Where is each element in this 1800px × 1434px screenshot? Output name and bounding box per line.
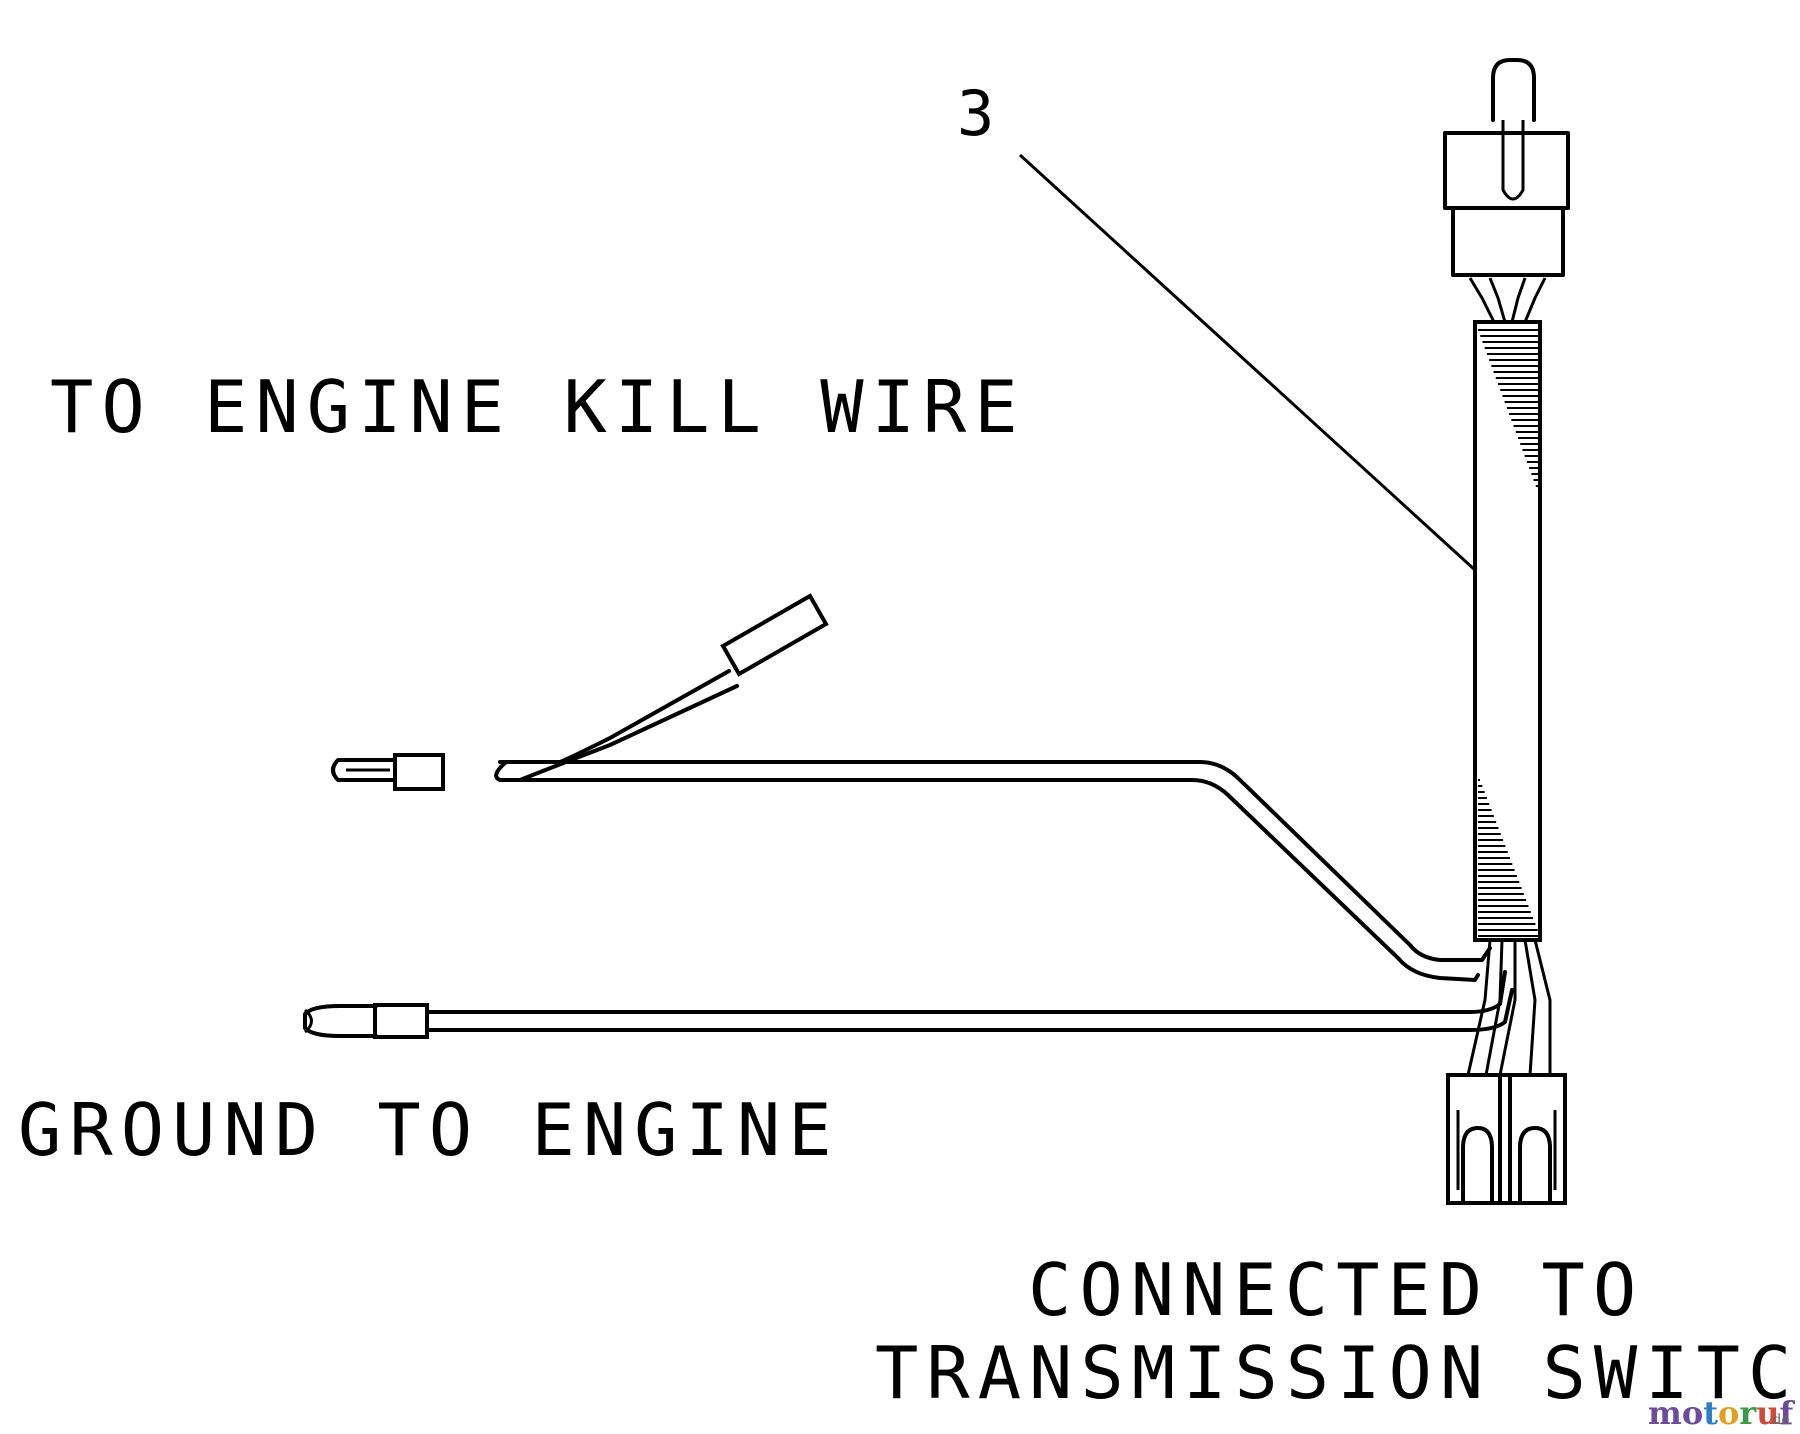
engine-kill-label: TO ENGINE KILL WIRE [50, 365, 1026, 449]
callout-number: 3 [957, 77, 994, 150]
watermark-letter: r [1739, 1394, 1757, 1432]
kill-wire-sleeve [393, 753, 445, 791]
connected-label-line1: CONNECTED TO [1028, 1248, 1644, 1332]
svg-text:motoruf: motoruf [1648, 1394, 1795, 1432]
ground-label: GROUND TO ENGINE [18, 1088, 840, 1172]
top-connector [1443, 58, 1570, 323]
watermark-letter: t [1703, 1394, 1718, 1432]
watermark-letter: m [1648, 1394, 1682, 1432]
kill-wire-female-terminal [720, 593, 829, 677]
ground-wire [303, 970, 1514, 1039]
watermark-letter: f [1779, 1394, 1795, 1432]
watermark-letter: u [1756, 1394, 1779, 1432]
svg-text:.de: .de [1768, 1412, 1790, 1428]
harness-sleeve [1473, 320, 1542, 942]
bottom-connector [1446, 1073, 1567, 1205]
connected-label-line2: TRANSMISSION SWITCH [875, 1331, 1800, 1415]
bottom-wire-bundle [1466, 939, 1552, 1076]
callout-leader-line [1018, 153, 1477, 572]
kill-wire [331, 593, 1492, 982]
watermark-letter: o [1718, 1394, 1739, 1432]
ground-wire-sleeve [373, 1003, 429, 1039]
ground-ring-terminal [303, 1004, 378, 1038]
watermark-letter: o [1682, 1394, 1703, 1432]
watermark-logo: motoruf .de [1648, 1394, 1795, 1432]
kill-wire-pin-terminal [331, 758, 397, 782]
